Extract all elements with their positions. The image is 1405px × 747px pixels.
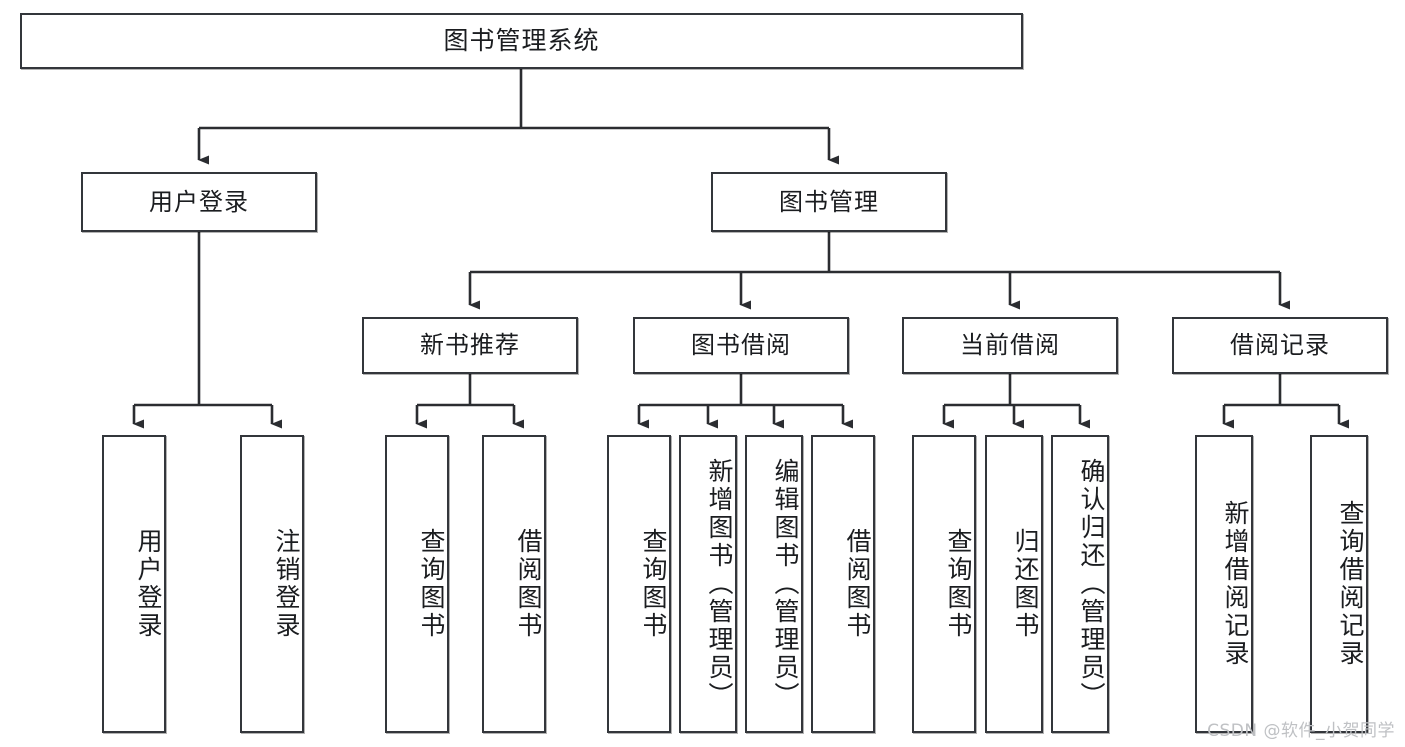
node-root[interactable]: 图书管理系统 — [20, 13, 1023, 69]
node-borrow-record-label: 借阅记录 — [1230, 331, 1330, 360]
node-root-label: 图书管理系统 — [443, 26, 600, 56]
node-leaf-query-book-recommend-label: 查询图书 — [417, 528, 446, 640]
node-leaf-logout-login[interactable]: 注销登录 — [240, 435, 304, 733]
node-leaf-query-book-borrow[interactable]: 查询图书 — [607, 435, 671, 733]
node-leaf-confirm-return-admin[interactable]: 确认归还（管理员） — [1051, 435, 1109, 733]
node-current-borrow-label: 当前借阅 — [960, 331, 1060, 360]
node-leaf-query-book-current[interactable]: 查询图书 — [912, 435, 976, 733]
node-book-manage[interactable]: 图书管理 — [711, 172, 947, 232]
node-leaf-return-book[interactable]: 归还图书 — [985, 435, 1043, 733]
node-user-login-label: 用户登录 — [149, 187, 249, 216]
node-leaf-borrow-book-borrow[interactable]: 借阅图书 — [811, 435, 875, 733]
node-leaf-add-book-admin[interactable]: 新增图书（管理员） — [679, 435, 737, 733]
node-leaf-query-borrow-record[interactable]: 查询借阅记录 — [1310, 435, 1368, 733]
node-leaf-confirm-return-admin-label: 确认归还（管理员） — [1077, 458, 1106, 710]
node-leaf-query-borrow-record-label: 查询借阅记录 — [1336, 500, 1365, 668]
node-leaf-add-borrow-record[interactable]: 新增借阅记录 — [1195, 435, 1253, 733]
node-new-book-recommend[interactable]: 新书推荐 — [362, 317, 578, 374]
node-leaf-edit-book-admin[interactable]: 编辑图书（管理员） — [745, 435, 803, 733]
node-leaf-borrow-book-recommend[interactable]: 借阅图书 — [482, 435, 546, 733]
node-book-manage-label: 图书管理 — [779, 187, 879, 216]
node-new-book-recommend-label: 新书推荐 — [420, 331, 520, 360]
node-leaf-add-book-admin-label: 新增图书（管理员） — [705, 458, 734, 710]
node-leaf-borrow-book-recommend-label: 借阅图书 — [514, 528, 543, 640]
node-leaf-add-borrow-record-label: 新增借阅记录 — [1221, 500, 1250, 668]
node-leaf-borrow-book-borrow-label: 借阅图书 — [843, 528, 872, 640]
node-current-borrow[interactable]: 当前借阅 — [902, 317, 1118, 374]
node-book-borrow-label: 图书借阅 — [691, 331, 791, 360]
csdn-watermark: CSDN @软件_小贺同学 — [1207, 721, 1395, 741]
node-leaf-user-login[interactable]: 用户登录 — [102, 435, 166, 733]
node-user-login[interactable]: 用户登录 — [81, 172, 317, 232]
node-leaf-edit-book-admin-label: 编辑图书（管理员） — [771, 458, 800, 710]
node-borrow-record[interactable]: 借阅记录 — [1172, 317, 1388, 374]
node-leaf-user-login-label: 用户登录 — [134, 528, 163, 640]
node-leaf-return-book-label: 归还图书 — [1011, 528, 1040, 640]
node-book-borrow[interactable]: 图书借阅 — [633, 317, 849, 374]
node-leaf-logout-login-label: 注销登录 — [272, 528, 301, 640]
node-leaf-query-book-current-label: 查询图书 — [944, 528, 973, 640]
node-leaf-query-book-recommend[interactable]: 查询图书 — [385, 435, 449, 733]
node-leaf-query-book-borrow-label: 查询图书 — [639, 528, 668, 640]
